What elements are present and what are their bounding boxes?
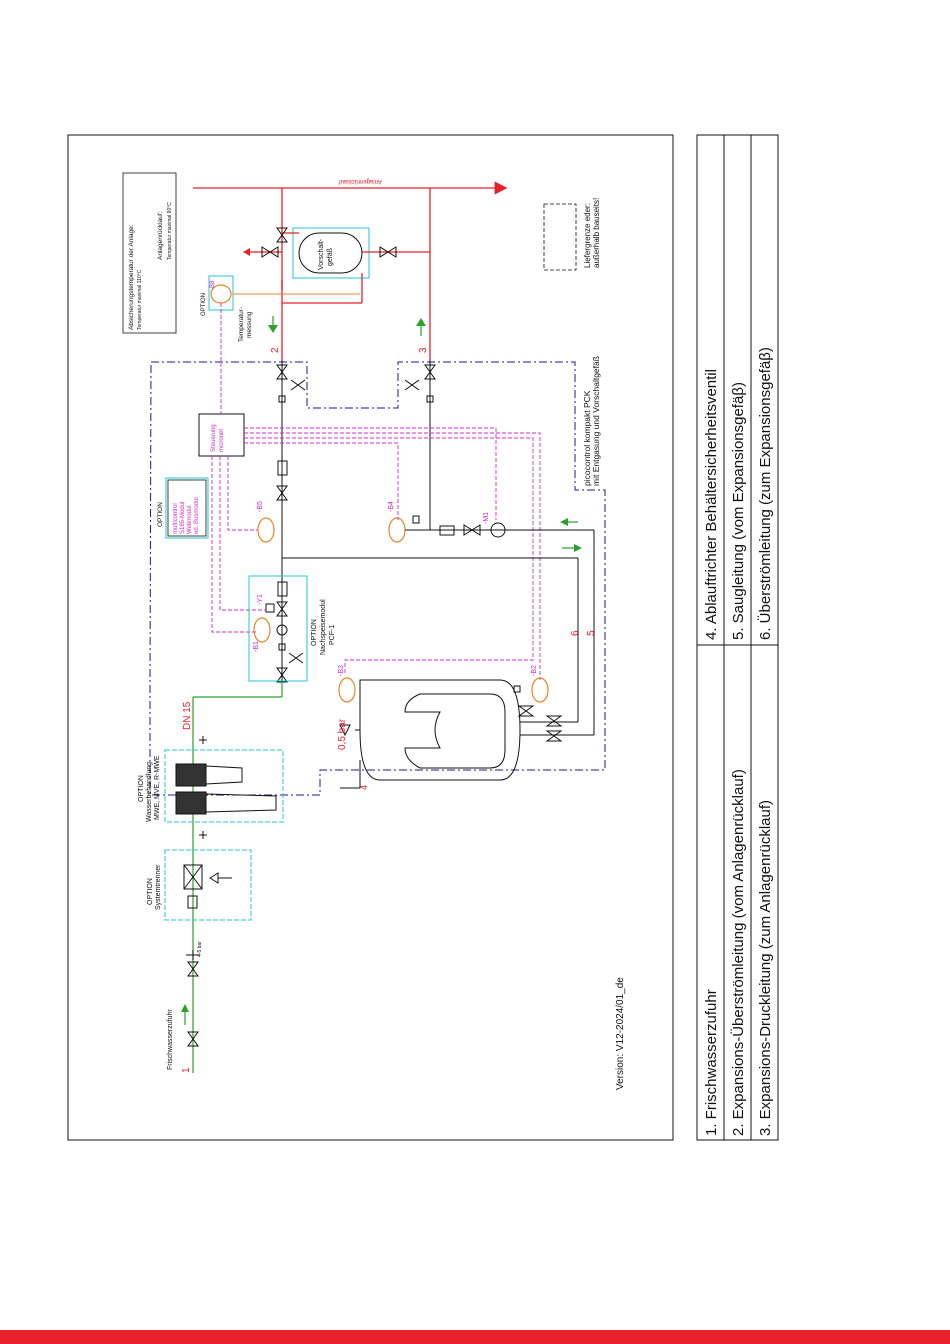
liefergrenze-line2: außerhalb bauseits! — [592, 198, 601, 268]
wasser-line2: MWE, MVE, R-MWE — [154, 755, 161, 820]
legend-item-1: 1. Frischwasserzufuhr — [703, 989, 720, 1136]
frischwasser-valves — [186, 736, 207, 1047]
legend-col2: 4. Ablauftrichter Behältersicherheitsven… — [703, 347, 774, 640]
picocontrol-line1: picocontrol kompakt PCK — [582, 390, 592, 486]
absicherung-line2: Temperatur maximal 110°C — [137, 269, 143, 330]
nachspeise-line2: PCF-1 — [329, 625, 336, 645]
legend-item-5: 5. Saugleitung (vom Expansionsgefäβ) — [730, 382, 747, 640]
temp-line2: messung — [246, 311, 253, 338]
systemtrenner-option: OPTION — [147, 878, 154, 905]
sensor-b4 — [388, 517, 406, 543]
pump-group — [412, 515, 506, 538]
multicontrol-line4: od. Busmodul — [194, 497, 200, 534]
line-number-2: 2 — [270, 347, 281, 353]
pressure-reducer-label: 4-5 bar — [197, 941, 203, 957]
b8-tag: -B8 — [210, 280, 216, 290]
vessel-valves — [517, 705, 563, 742]
legend-item-6: 6. Überströmleitung (zum Expansionsgefäβ… — [756, 347, 774, 640]
legend-item-3: 3. Expansions-Druckleitung (zum Anlagenr… — [757, 800, 774, 1136]
footer-brand-bar — [0, 1330, 950, 1344]
sensor-b3 — [338, 677, 356, 703]
dn15-label: DN 15 — [182, 701, 193, 730]
green-arrow-3 — [416, 318, 426, 326]
tag-b5: -B5 — [257, 501, 264, 512]
anlagenruecklauf-label: Anlagenrücklauf — [339, 178, 382, 184]
steuerung-line1: Steuerung — [211, 424, 217, 452]
tag-b3: -B3 — [338, 665, 345, 676]
tag-b1: -B1 — [253, 641, 260, 652]
vessel-membrane — [404, 693, 506, 769]
tag-y1: -Y1 — [257, 594, 264, 605]
nachspeise-option: OPTION — [311, 619, 318, 646]
line-number-5: 5 — [586, 630, 597, 636]
tag-m1: -M1 — [483, 512, 490, 524]
expansion-vessel — [359, 679, 521, 781]
valves-top — [265, 364, 436, 683]
frischwasserzufuhr-label: Frischwasserzufuhr — [167, 1009, 174, 1070]
vorschalt-line1: Vorschalt- — [318, 238, 325, 270]
green-arrow-5 — [574, 544, 582, 552]
multicontrol-line1: multicontrol — [173, 503, 179, 534]
picocontrol-line2: mit Entgasung und Vorschaltgefäß — [591, 356, 601, 486]
temp-line1: Temperatur- — [238, 307, 245, 342]
line-number-4: 4 — [359, 785, 369, 790]
version-label: Version: V12-2024/01_de — [615, 977, 626, 1090]
b8-option-label: OPTION — [201, 293, 207, 316]
anlagen-line1: Anlagenrücklauf: — [157, 211, 164, 260]
sensor-b1 — [253, 617, 271, 643]
multicontrol-line2: S185-Modul — [180, 502, 186, 534]
multicontrol-option: OPTION — [157, 502, 164, 527]
steuerung-line2: micronet — [219, 429, 225, 452]
nachspeise-box — [248, 575, 308, 682]
line-number-3: 3 — [418, 347, 429, 353]
legend-col1: 1. Frischwasserzufuhr 2. Expansions-Über… — [703, 769, 774, 1136]
multicontrol-box — [165, 477, 209, 539]
vorschalt-vessel — [298, 232, 363, 274]
wasser-option: OPTION — [138, 775, 145, 802]
legend-frame — [696, 134, 779, 1141]
green-arrow-2 — [268, 325, 278, 333]
steuerung-box — [198, 413, 245, 457]
safety-valve — [339, 724, 351, 737]
legend-item-4: 4. Ablauftrichter Behältersicherheitsven… — [703, 369, 720, 640]
nachspeise-line1: Nachspeisemodul — [320, 599, 327, 655]
anlagen-line2: Temperatur maximal 90°C — [167, 202, 173, 260]
vorschalt-box — [292, 227, 370, 279]
liefergrenze-box — [543, 203, 577, 271]
drain-arrow — [243, 248, 250, 256]
sensor-b5 — [257, 517, 275, 543]
wasser-line1: Wasserbehandlung — [146, 762, 153, 822]
tag-b4: -B4 — [388, 501, 395, 512]
wasserbehandlung-box — [164, 749, 284, 823]
green-arrow-6 — [560, 518, 568, 526]
green-arrow-1 — [181, 1004, 189, 1012]
pump-m1 — [490, 522, 506, 538]
tag-b2: -B2 — [531, 665, 538, 676]
multicontrol-line3: Webmodul — [187, 505, 193, 534]
diagram-frame — [67, 134, 674, 1141]
bar05-label: 0,5 bar — [337, 718, 348, 750]
absicherung-line1: Absicherungstemperatur der Anlage: — [128, 224, 135, 330]
valve-vorschalt-top — [261, 227, 397, 258]
systemtrenner-label: Systemtrenner — [155, 864, 162, 910]
liefergrenze-line1: Liefergrenze eder: — [583, 203, 592, 268]
systemtrenner-box — [164, 849, 252, 921]
sensors — [253, 517, 549, 703]
absicherung-box — [122, 172, 177, 334]
sensor-b2 — [531, 677, 549, 703]
line-number-1: 1 — [181, 1067, 192, 1073]
line-number-6: 6 — [570, 630, 581, 636]
systemtrenner-symbol — [183, 864, 232, 909]
legend-item-2: 2. Expansions-Überströmleitung (vom Anla… — [729, 769, 747, 1136]
signal-lines — [211, 303, 541, 680]
pck-boundary — [149, 361, 606, 796]
vorschalt-line2: gefäß — [327, 248, 334, 266]
wasserbehandlung-symbol — [175, 763, 277, 815]
